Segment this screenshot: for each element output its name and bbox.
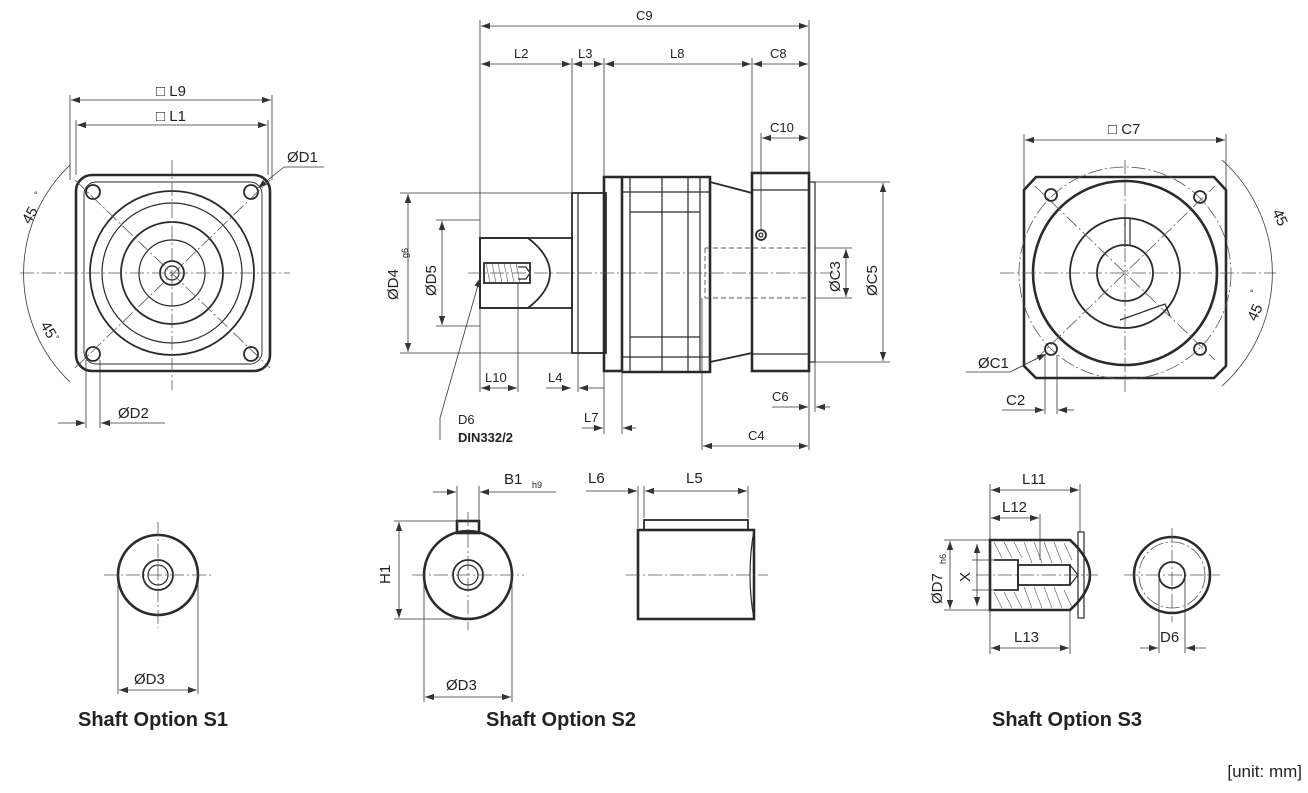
title-shaft-option-s3: Shaft Option S3 (992, 709, 1142, 731)
dim-d4: ØD4 (385, 269, 402, 300)
dim-l3: L3 (578, 46, 592, 61)
shaft-option-s3-view (944, 484, 1220, 654)
dim-c4: C4 (748, 428, 765, 443)
s2-dim-d3: ØD3 (446, 677, 477, 694)
angle-45-right-top: 45 (1268, 207, 1290, 229)
s2-dim-l5: L5 (686, 470, 703, 487)
angle-45-bottom: 45 (37, 319, 60, 342)
motor-flange-view (966, 134, 1276, 414)
s2-dim-b1-tolerance: h9 (532, 480, 542, 490)
degree-mark: ° (56, 334, 60, 344)
dim-l9: □ L9 (156, 83, 186, 100)
s2-dim-h1: H1 (377, 565, 394, 584)
shaft-option-s2-view (394, 486, 768, 702)
degree-mark: ° (1250, 288, 1254, 298)
dim-c2: C2 (1006, 392, 1025, 409)
dim-d6-note: D6 (458, 412, 475, 427)
s3-dim-d6: D6 (1160, 629, 1179, 646)
dim-d1: ØD1 (287, 149, 318, 166)
s2-dim-b1: B1 (504, 471, 522, 488)
s3-dim-l13: L13 (1014, 629, 1039, 646)
angle-45-top: 45 (19, 204, 42, 227)
unit-label: [unit: mm] (1227, 762, 1302, 781)
dim-c5: ØC5 (864, 265, 881, 296)
dim-c10: C10 (770, 120, 794, 135)
dim-c8: C8 (770, 46, 787, 61)
dim-d2: ØD2 (118, 405, 149, 422)
s3-dim-d7-tolerance: h6 (938, 554, 948, 564)
dim-l7: L7 (584, 410, 598, 425)
gearbox-side-view (400, 20, 890, 450)
dim-c7: □ C7 (1108, 121, 1140, 138)
dim-c9: C9 (636, 8, 653, 23)
angle-45-right-bottom: 45 (1244, 301, 1266, 323)
dim-c6: C6 (772, 389, 789, 404)
s2-dim-b1-group: B1 h9 (504, 471, 542, 490)
shaft-option-s1-view (104, 522, 212, 694)
s3-dim-d7: ØD7 (929, 573, 946, 604)
s2-dim-l6: L6 (588, 470, 605, 487)
dim-l1: □ L1 (156, 108, 186, 125)
dim-d4-group: ØD4 g6 (385, 248, 410, 300)
s3-dim-x: X (957, 572, 974, 582)
degree-mark: ° (34, 190, 38, 200)
dim-d4-tolerance: g6 (400, 248, 410, 258)
dim-c1: ØC1 (978, 355, 1009, 372)
title-shaft-option-s1: Shaft Option S1 (78, 709, 228, 731)
s3-section-hatching (993, 541, 1073, 609)
s3-dim-d7-group: ØD7 h6 (929, 554, 948, 604)
dim-d5: ØD5 (423, 265, 440, 296)
dim-l8: L8 (670, 46, 684, 61)
dim-l4: L4 (548, 370, 562, 385)
s3-dim-l12: L12 (1002, 499, 1027, 516)
dim-c3: ØC3 (827, 261, 844, 292)
dim-l2: L2 (514, 46, 528, 61)
dim-l10: L10 (485, 370, 507, 385)
title-shaft-option-s2: Shaft Option S2 (486, 709, 636, 731)
din-note: DIN332/2 (458, 430, 513, 445)
s1-dim-d3: ØD3 (134, 671, 165, 688)
flange-front-view (20, 95, 324, 428)
degree-mark: ° (1280, 212, 1284, 222)
s3-dim-l11: L11 (1022, 471, 1046, 488)
